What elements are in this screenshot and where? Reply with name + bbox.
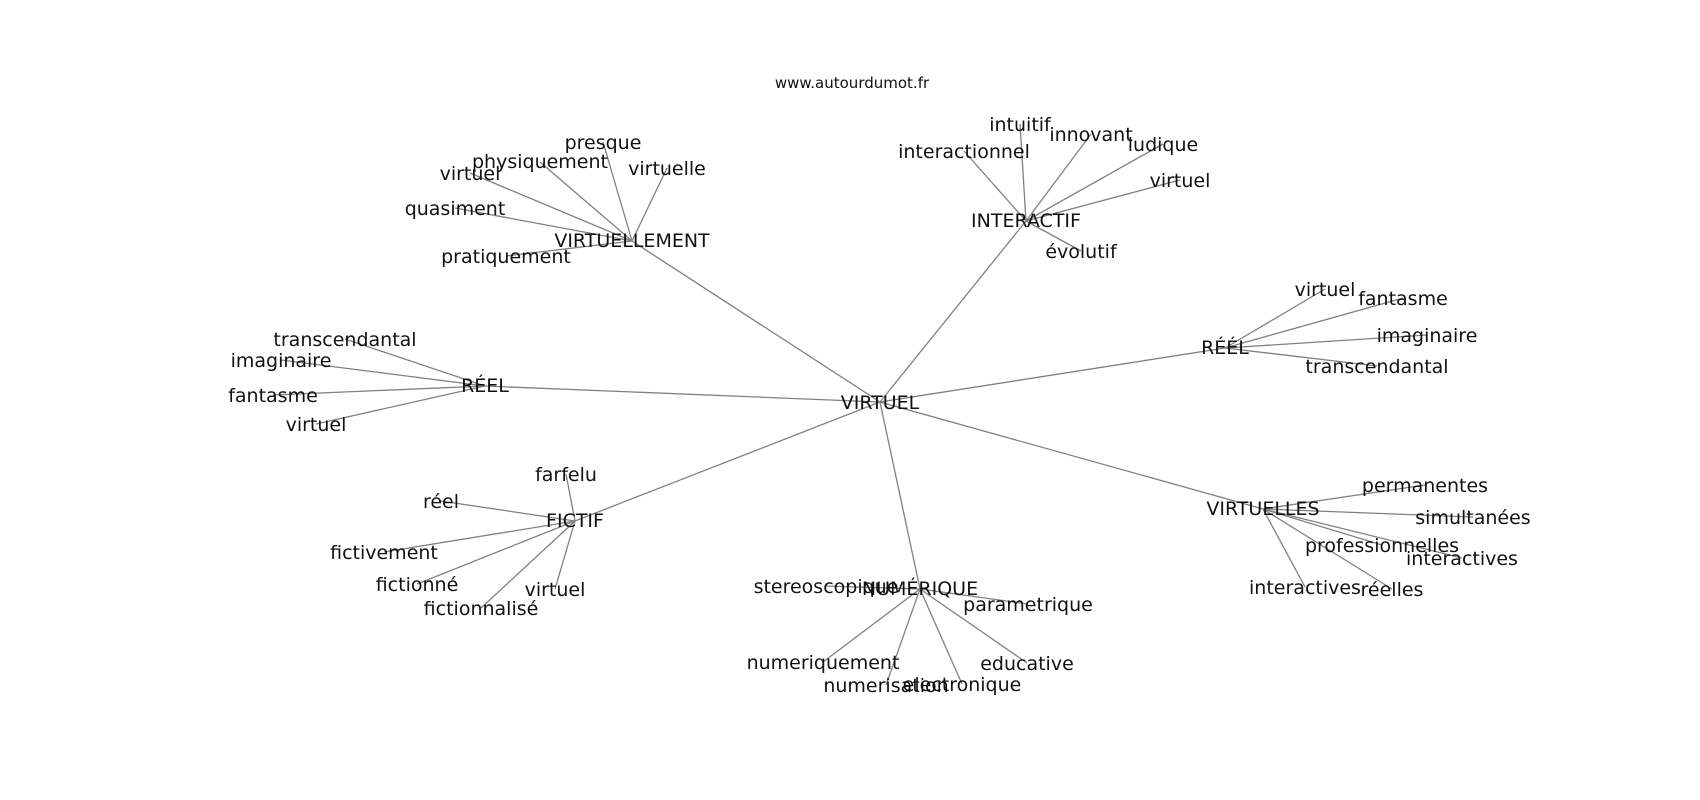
word-label-virtuellement-virtuelle: virtuelle [628,158,706,180]
word-label-reel-right-transcendantal: transcendantal [1305,356,1448,378]
edge-virtuelles-professionnelles [1262,508,1383,546]
word-label-reel-left-imaginaire: imaginaire [231,350,332,372]
word-label-reel-right-fantasme: fantasme [1358,288,1448,310]
edge-virtuelles-permanentes [1262,484,1426,510]
edge-interactif-interactionnel [963,150,1027,222]
word-label-fictif-reel: réel [423,491,459,513]
word-label-interactif-ludique: ludique [1128,134,1198,156]
edge-numerique-stereoscopique [825,585,921,590]
edge-root-virtuelles [879,401,1264,510]
edge-virtuellement-physiquement [539,161,633,242]
hub-label-virtuelles: VIRTUELLES [1206,498,1319,520]
edge-fictif-reel [440,500,576,522]
edge-fictif-farfelu [565,473,576,522]
edge-virtuelles-reelles [1262,508,1393,590]
hub-label-reel-left: RÉEL [461,374,509,397]
word-label-virtuelles-simultanees: simultanées [1415,507,1530,529]
edge-virtuelles-interactives [1262,508,1306,588]
edge-root-reel-right [879,347,1226,403]
edge-virtuellement-pratiquement [505,240,633,257]
word-label-virtuelles-interactives: interactives [1406,548,1518,570]
word-label-reel-right-imaginaire: imaginaire [1377,325,1478,347]
word-label-virtuelles-professionnelles: professionnelles [1305,535,1459,557]
edge-fictif-fictivement [383,520,576,553]
edge-interactif-evolutif [1025,220,1082,252]
word-label-virtuelles-permanentes: permanentes [1362,475,1488,497]
source-credit: www.autourdumot.fr [775,74,930,92]
word-label-fictif-farfelu: farfelu [535,464,597,486]
word-label-interactif-evolutif: évolutif [1045,241,1118,263]
word-label-virtuelles-interactives: interactives [1249,577,1361,599]
word-label-numerique-numeriquement: numeriquement [747,652,900,674]
hub-label-virtuellement: VIRTUELLEMENT [554,230,710,252]
word-label-interactif-virtuel: virtuel [1150,170,1211,192]
word-label-numerique-numerisation: numerisation [823,675,948,697]
word-label-virtuellement-physiquement: physiquement [472,151,608,173]
edge-numerique-electronique [919,588,963,685]
word-label-interactif-innovant: innovant [1049,124,1132,146]
edge-reel-left-imaginaire [280,359,486,387]
word-label-interactif-interactionnel: interactionnel [898,141,1030,163]
edge-root-numerique [879,401,921,590]
edge-virtuellement-presque [602,141,633,242]
hub-label-fictif: FICTIF [546,510,604,532]
word-label-virtuellement-virtuel: virtuel [440,163,501,185]
word-label-reel-right-virtuel: virtuel [1295,279,1356,301]
word-label-interactif-intuitif: intuitif [989,114,1052,136]
edge-root-reel-left [484,385,881,403]
edge-interactif-intuitif [1019,123,1027,222]
word-label-fictif-fictionnalise: fictionnalisé [424,598,539,620]
word-label-reel-left-transcendantal: transcendantal [273,329,416,351]
edge-virtuellement-quasiment [454,207,633,242]
edge-interactif-innovant [1025,133,1092,222]
edge-reel-left-virtuel [315,385,486,425]
word-label-reel-left-virtuel: virtuel [286,414,347,436]
edge-numerique-numeriquement [822,588,921,663]
edge-virtuellement-virtuelle [631,167,668,242]
edge-virtuellement-virtuel [469,172,633,242]
edge-numerique-parametrique [919,588,1029,605]
word-label-reel-left-fantasme: fantasme [228,385,318,407]
word-label-numerique-educative: educative [980,653,1074,675]
labels-layer: VIRTUELVIRTUELLEMENTpresquephysiquementv… [228,114,1531,697]
edge-virtuelles-simultanees [1262,508,1474,518]
word-label-numerique-parametrique: parametrique [963,594,1093,616]
edge-fictif-virtuel [554,520,576,590]
word-label-virtuellement-quasiment: quasiment [405,198,506,220]
edge-numerique-educative [919,588,1028,664]
edge-reel-right-transcendantal [1224,347,1378,367]
edge-virtuelles-interactives [1262,508,1463,559]
edge-reel-right-virtuel [1224,288,1326,349]
word-label-virtuellement-pratiquement: pratiquement [441,246,571,268]
edge-reel-right-imaginaire [1224,334,1428,349]
word-label-virtuellement-presque: presque [565,132,642,154]
edge-reel-left-transcendantal [344,338,486,387]
word-label-fictif-fictionne: fictionné [376,574,459,596]
edge-fictif-fictionnalise [480,520,576,609]
hub-label-reel-right: RÉÉL [1201,336,1249,359]
word-label-numerique-electronique: electronique [903,674,1022,696]
edge-numerique-numerisation [885,588,921,686]
edge-reel-right-fantasme [1224,297,1404,349]
word-label-virtuelles-reelles: réelles [1361,579,1424,601]
word-label-fictif-fictivement: fictivement [330,542,438,564]
edge-interactif-virtuel [1025,179,1181,222]
hub-label-interactif: INTERACTIF [971,210,1081,232]
word-label-fictif-virtuel: virtuel [525,579,586,601]
hub-label-numerique: NUMÉRIQUE [862,577,978,600]
root-node-label: VIRTUEL [841,392,920,414]
edge-fictif-fictionne [416,520,576,585]
edge-interactif-ludique [1025,143,1164,222]
edge-root-fictif [574,401,881,522]
edge-root-virtuellement [631,240,881,403]
word-label-numerique-stereoscopique: stereoscopique [754,576,899,598]
edges-layer [272,123,1474,686]
edge-reel-left-fantasme [272,385,486,396]
edge-root-interactif [879,220,1027,403]
